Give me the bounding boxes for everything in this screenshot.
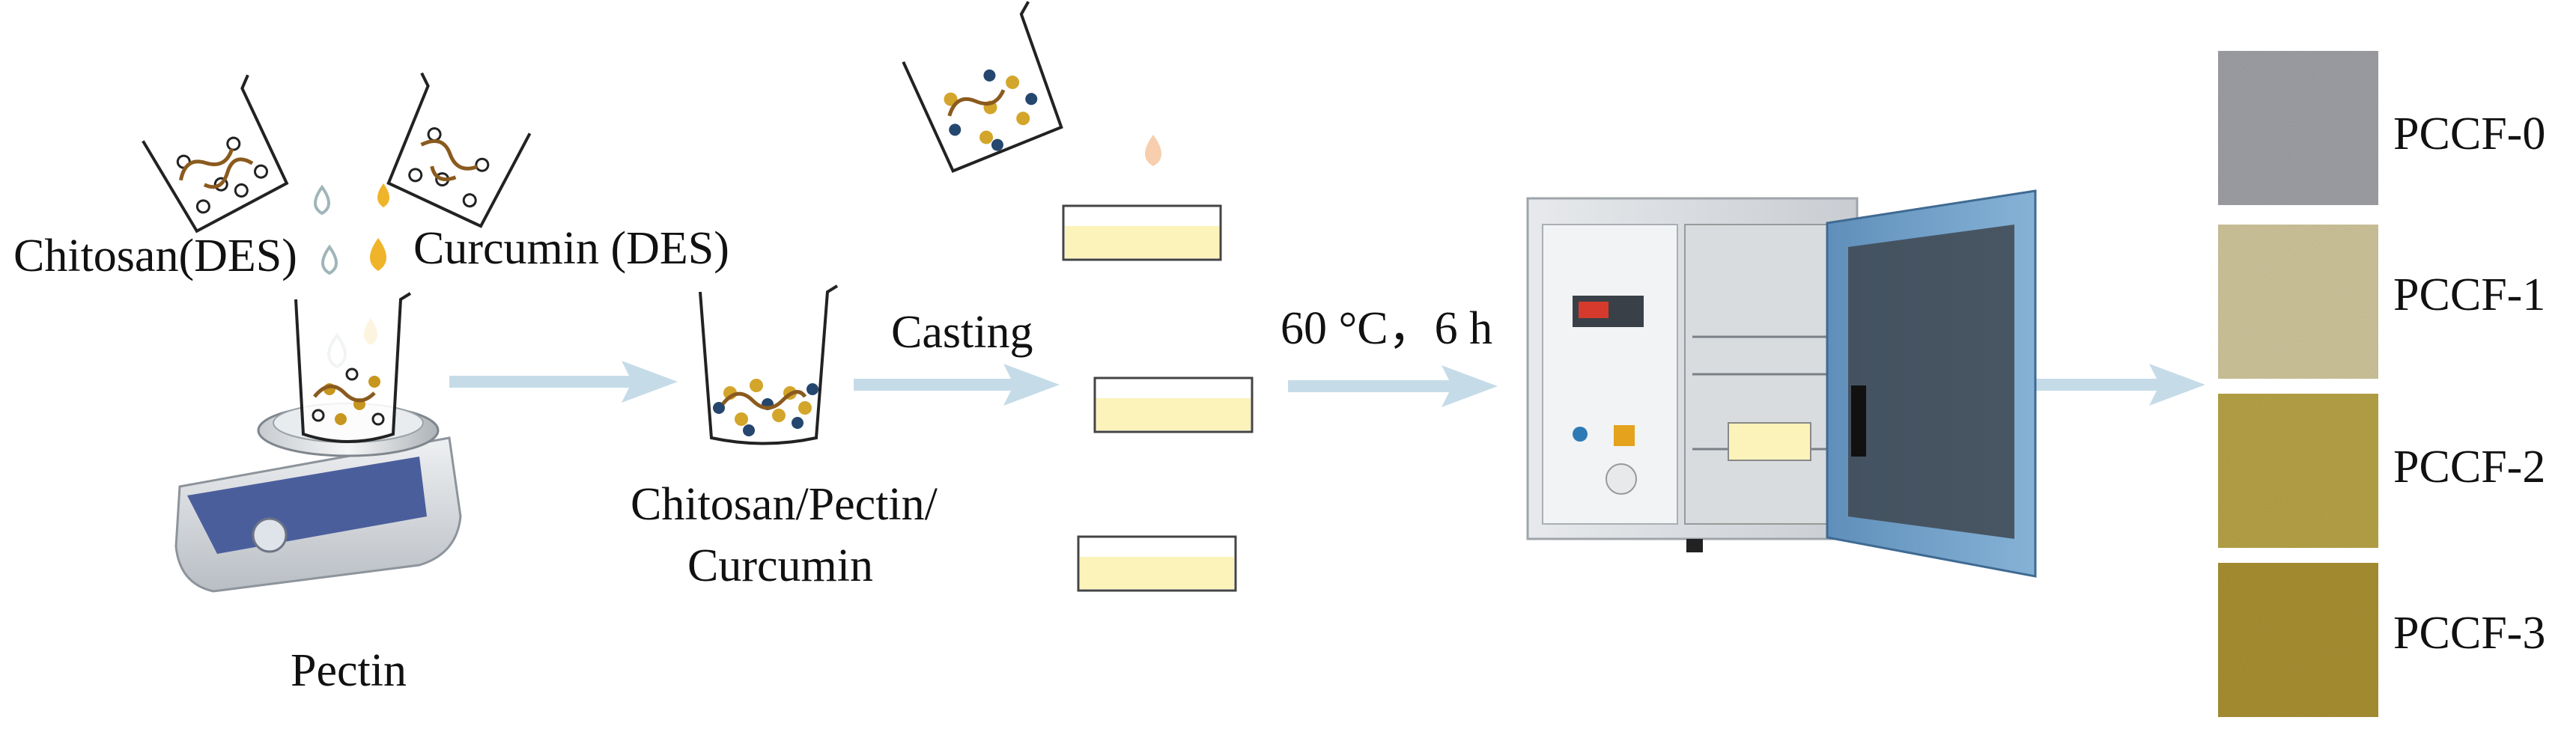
film-swatch-pccf-0: [2218, 51, 2378, 205]
film-swatch-pccf-3: [2218, 563, 2378, 717]
arrow-4: [2029, 364, 2205, 406]
film-label-pccf-0: PCCF-0: [2393, 109, 2546, 159]
drying-condition-label: 60 °C，6 h: [1281, 303, 1493, 354]
pectin-beaker: [294, 292, 412, 443]
petri-dish-3: [1077, 535, 1237, 592]
petri-dish-2: [1093, 376, 1254, 433]
mixture-label-line2: Curcumin: [687, 540, 873, 591]
mixture-beaker: [699, 284, 839, 445]
pouring-beaker: [902, 1, 1063, 173]
film-swatch-pccf-2: [2218, 394, 2378, 548]
pectin-label: Pectin: [291, 645, 407, 696]
mixture-label-line1: Chitosan/Pectin/: [631, 479, 938, 530]
film-swatches: [2218, 51, 2378, 717]
curcumin-des-label: Curcumin (DES): [413, 223, 729, 274]
stirrer-knob: [252, 517, 288, 553]
drying-oven: [1526, 189, 2037, 578]
film-label-pccf-2: PCCF-2: [2393, 442, 2546, 492]
petri-dish-1: [1062, 204, 1222, 261]
chitosan-beaker: [142, 74, 289, 234]
casting-label: Casting: [891, 307, 1033, 358]
oven-sample-film: [1728, 422, 1811, 461]
oven-door-handle: [1851, 385, 1866, 457]
chitosan-des-label: Chitosan(DES): [13, 231, 297, 281]
flow-arrows: [449, 361, 2205, 407]
film-label-pccf-1: PCCF-1: [2393, 269, 2546, 320]
curcumin-beaker: [386, 72, 532, 228]
arrow-2: [854, 364, 1060, 406]
arrow-3: [1288, 365, 1498, 407]
pour-drop-1: [1145, 135, 1161, 166]
film-swatch-pccf-1: [2218, 225, 2378, 379]
film-label-pccf-3: PCCF-3: [2393, 608, 2546, 659]
arrow-1: [449, 361, 678, 403]
